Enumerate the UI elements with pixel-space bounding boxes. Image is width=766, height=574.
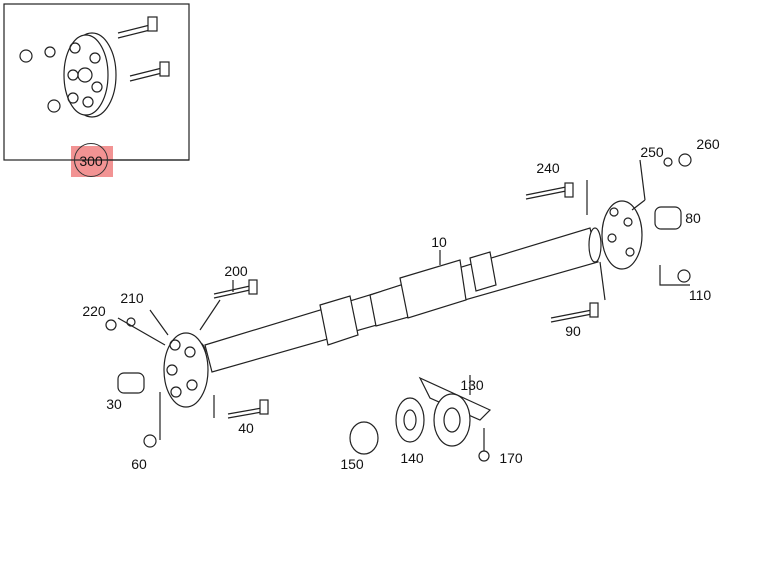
callout-150[interactable]: 150 [340,456,364,472]
callout-250[interactable]: 250 [640,144,664,160]
flex-disc-icon [63,32,117,118]
callout-300[interactable]: 300 [79,153,103,169]
callout-240[interactable]: 240 [536,160,560,176]
callout-30[interactable]: 30 [106,396,122,412]
center-bearing-icon [349,376,492,462]
callout-90[interactable]: 90 [565,323,581,339]
bolt-icon [117,16,170,82]
bolts-and-nuts [105,153,692,448]
sleeve-icon [117,206,682,394]
callout-260[interactable]: 260 [696,136,720,152]
callout-200[interactable]: 200 [224,263,248,279]
drive-shaft [193,227,602,374]
callout-10[interactable]: 10 [431,234,447,250]
callout-60[interactable]: 60 [131,456,147,472]
callout-80[interactable]: 80 [685,210,701,226]
nut-icon [19,46,61,113]
rear-flex-disc-icon [601,200,643,270]
callout-130[interactable]: 130 [460,377,484,393]
callout-40[interactable]: 40 [238,420,254,436]
callout-140[interactable]: 140 [400,450,424,466]
callout-170[interactable]: 170 [499,450,523,466]
front-flex-disc-icon [163,332,209,408]
callout-210[interactable]: 210 [120,290,144,306]
callout-110[interactable]: 110 [688,287,712,303]
leader-lines [117,159,690,440]
callout-220[interactable]: 220 [82,303,106,319]
part-300-callout-ring [74,143,108,177]
